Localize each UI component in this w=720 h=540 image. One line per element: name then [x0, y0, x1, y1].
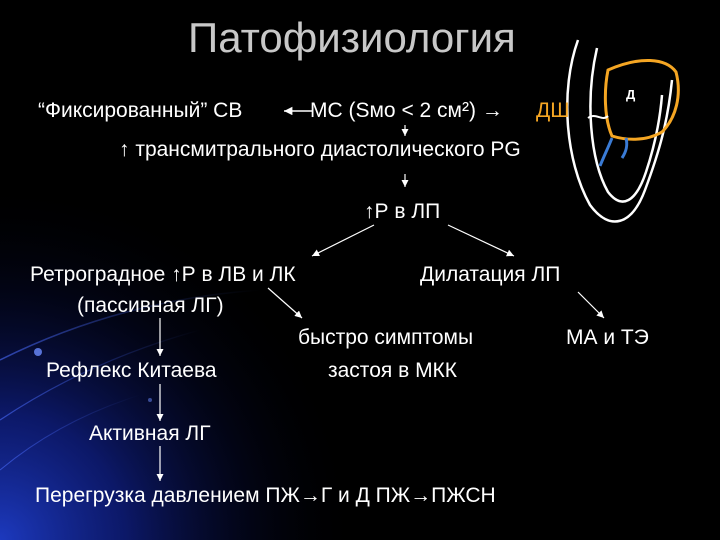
heart-outer-wall	[566, 39, 674, 223]
ma-te-text: МА и ТЭ	[566, 326, 649, 349]
fixed-cv-text: “Фиксированный” СВ	[38, 99, 243, 122]
kitaev-text: Рефлекс Китаева	[46, 359, 217, 382]
arrow-plp-to-retrograde	[311, 224, 375, 257]
glow-dot	[148, 398, 152, 402]
streak-line	[0, 394, 141, 471]
ms-text: МС (Ѕмо < 2 см²) →	[310, 99, 503, 122]
arrow-retrograde-to-symptoms	[267, 287, 303, 319]
heart-inner-wall	[589, 47, 664, 203]
dilation-text: Дилатация ЛП	[420, 263, 561, 286]
mitral-valve-leaflet	[598, 137, 614, 167]
p-lp-text: ↑Р в ЛП	[364, 200, 441, 223]
retrograde-text: Ретроградное ↑Р в ЛВ и ЛК	[30, 263, 296, 286]
streak-line	[0, 329, 201, 421]
overload-text: Перегрузка давлением ПЖ→Г и Д ПЖ→ПЖСН	[35, 484, 496, 507]
symptoms-line-2: застоя в МКК	[328, 359, 458, 382]
ds-text: ДШ	[536, 99, 570, 122]
arrow-dilation-to-ma	[577, 291, 605, 319]
slide-title: Патофизиология	[188, 14, 516, 61]
mitral-valve-leaflet	[620, 137, 629, 159]
gradient-text: ↑ трансмитрального диастолического PG	[119, 138, 521, 161]
glow-dot	[34, 348, 42, 356]
streak-line	[0, 289, 261, 361]
passive-lg-text: (пассивная ЛГ)	[77, 294, 224, 317]
arrow-plp-to-dilation	[447, 224, 515, 257]
symptoms-line-1: быстро симптомы	[298, 326, 474, 349]
heart-chamber-label: Д	[626, 87, 636, 102]
active-lg-text: Активная ЛГ	[89, 422, 211, 445]
valve-squiggle	[587, 115, 609, 119]
